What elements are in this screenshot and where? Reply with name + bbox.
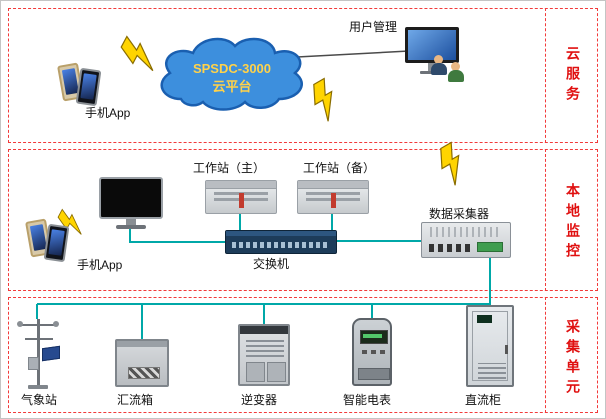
mobile-app-label: 手机App xyxy=(77,258,123,272)
workstation-backup-icon xyxy=(297,180,369,214)
user-figure-icon xyxy=(431,55,447,75)
side-label-local-monitoring: 本地监控 xyxy=(565,183,581,263)
inverter-panel xyxy=(246,362,265,382)
mobile-app-label: 手机App xyxy=(85,106,131,120)
collector-ports xyxy=(429,244,473,252)
meter-button xyxy=(362,350,367,354)
combiner-top xyxy=(117,341,167,347)
network-switch-icon xyxy=(225,230,337,254)
switch-ports xyxy=(232,242,330,248)
pc-screen xyxy=(408,30,456,60)
weather-arm xyxy=(20,324,56,326)
dc-cabinet-label: 直流柜 xyxy=(465,393,502,407)
weather-base xyxy=(28,385,48,389)
dc-cabinet-icon xyxy=(466,305,514,387)
meter-terminal xyxy=(358,368,390,380)
server-power-stripe xyxy=(331,193,336,208)
cabinet-display xyxy=(477,315,492,323)
workstation-primary-icon xyxy=(205,180,277,214)
side-label-collection-unit: 采集单元 xyxy=(565,319,581,399)
inverter-label: 逆变器 xyxy=(241,393,278,407)
workstation-backup-label: 工作站（备） xyxy=(303,161,376,175)
weather-arm xyxy=(25,338,53,340)
sensor-box xyxy=(28,357,39,370)
phone-front xyxy=(43,223,70,263)
pc-monitor xyxy=(405,27,459,63)
combiner-box-label: 汇流箱 xyxy=(117,393,154,407)
meter-button xyxy=(371,350,376,354)
solar-panel xyxy=(42,345,60,362)
monitor-base xyxy=(116,225,146,229)
zone-divider xyxy=(545,149,546,291)
user-figure-icon xyxy=(448,62,464,82)
mobile-phones-icon xyxy=(57,62,103,107)
local-monitoring-zone xyxy=(8,149,598,291)
user-management-label: 用户管理 xyxy=(349,20,398,34)
hazard-stripes xyxy=(128,367,160,379)
weather-station-label: 气象站 xyxy=(21,393,58,407)
switch-top xyxy=(226,231,336,236)
monitor-neck xyxy=(126,219,136,225)
inverter-grille xyxy=(246,339,284,357)
collector-vents xyxy=(430,227,502,237)
weather-pole xyxy=(37,319,40,385)
collector-terminal-block xyxy=(477,242,503,252)
cabinet-handle xyxy=(505,345,508,354)
inverter-panel xyxy=(267,362,286,382)
side-label-cloud-service: 云服务 xyxy=(565,46,581,106)
cloud-service-zone xyxy=(8,8,598,143)
server-top xyxy=(206,181,276,189)
anemometer-cup xyxy=(17,321,23,327)
phone-front xyxy=(75,67,102,107)
server-top xyxy=(298,181,368,189)
switch-label: 交换机 xyxy=(253,257,290,271)
zone-divider xyxy=(545,297,546,413)
zone-divider xyxy=(545,8,546,143)
smart-meter-label: 智能电表 xyxy=(343,393,392,407)
meter-button xyxy=(380,350,385,354)
server-power-stripe xyxy=(239,193,244,208)
mobile-phones-icon xyxy=(25,218,71,263)
collection-unit-zone xyxy=(8,297,598,413)
inverter-top xyxy=(240,326,288,334)
meter-digits xyxy=(363,334,382,338)
weather-station-icon xyxy=(15,317,63,391)
user-management-computer-icon xyxy=(405,27,479,89)
data-collector-label: 数据采集器 xyxy=(429,207,490,221)
data-collector-icon xyxy=(421,222,511,258)
monitor-icon xyxy=(99,177,163,231)
monitor-screen xyxy=(99,177,163,219)
combiner-box-icon xyxy=(115,339,169,387)
cabinet-vents xyxy=(478,363,506,379)
workstation-primary-label: 工作站（主） xyxy=(193,161,266,175)
inverter-icon xyxy=(238,324,290,386)
smart-meter-icon xyxy=(352,318,392,386)
anemometer-cup xyxy=(53,321,59,327)
